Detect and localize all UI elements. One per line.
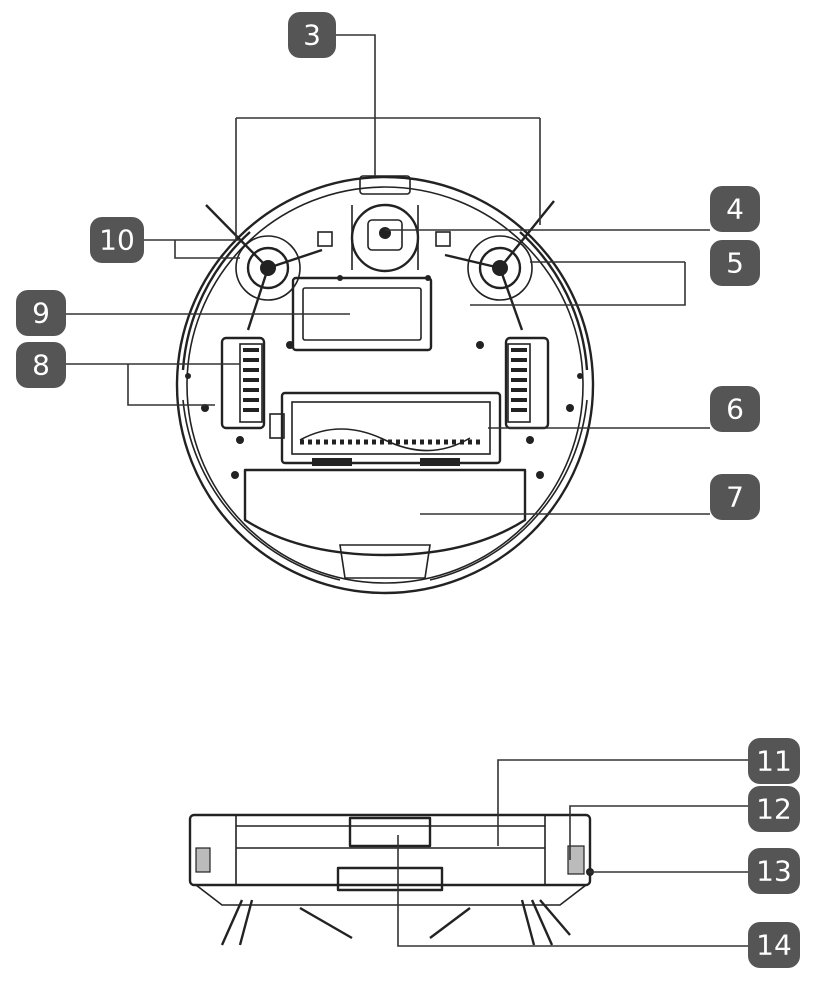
callout-12-label: 12 [756, 793, 792, 826]
side-skirt [193, 884, 589, 906]
clip-right [435, 231, 451, 247]
side-brush-right [444, 200, 555, 331]
bumper-left [181, 231, 251, 371]
side-switch [195, 847, 211, 873]
caster-axle [379, 227, 391, 239]
rim-lower-right [429, 399, 588, 581]
callout-7-badge: 7 [710, 474, 760, 520]
callout-3-label: 3 [303, 19, 321, 52]
callout-13-badge: 13 [748, 848, 800, 894]
rim-lower-left [182, 399, 341, 581]
callout-8-label: 8 [32, 349, 50, 382]
callout-13-label: 13 [756, 855, 792, 888]
callout-11-badge: 11 [748, 738, 800, 784]
callout-3-badge: 3 [288, 12, 336, 58]
callout-12-badge: 12 [748, 786, 800, 832]
caster-guides [351, 205, 419, 270]
callout-4-label: 4 [726, 193, 744, 226]
clip-left [317, 231, 333, 247]
callout-8-badge: 8 [16, 342, 66, 388]
side-port [567, 845, 585, 875]
callout-5-badge: 5 [710, 240, 760, 286]
callout-6-badge: 6 [710, 386, 760, 432]
body-rim [186, 186, 584, 584]
callout-9-label: 9 [32, 297, 50, 330]
callout-10-badge: 10 [90, 217, 144, 263]
callout-6-label: 6 [726, 393, 744, 426]
drive-wheel-right [504, 336, 550, 430]
callout-7-label: 7 [726, 481, 744, 514]
drive-wheel-left [220, 336, 266, 430]
bin-handle [339, 544, 431, 579]
dust-bin [243, 468, 527, 557]
callout-14-label: 14 [756, 929, 792, 962]
caster-wheel [367, 219, 403, 251]
callout-4-badge: 4 [710, 186, 760, 232]
leader-lines [65, 34, 748, 947]
callout-9-badge: 9 [16, 290, 66, 336]
bottom-view [175, 175, 595, 595]
side-caster [336, 866, 444, 892]
main-brush [269, 391, 502, 466]
callout-11-label: 11 [756, 745, 792, 778]
callout-10-label: 10 [99, 224, 135, 257]
outer-body [175, 175, 595, 595]
side-brush-left [205, 204, 323, 331]
side-bumper-window [348, 816, 432, 848]
sensor-window [359, 175, 411, 195]
bumper-right [519, 231, 589, 371]
callout-14-badge: 14 [748, 922, 800, 968]
side-brushes [220, 899, 571, 946]
side-view [188, 813, 594, 946]
callout-5-label: 5 [726, 247, 744, 280]
